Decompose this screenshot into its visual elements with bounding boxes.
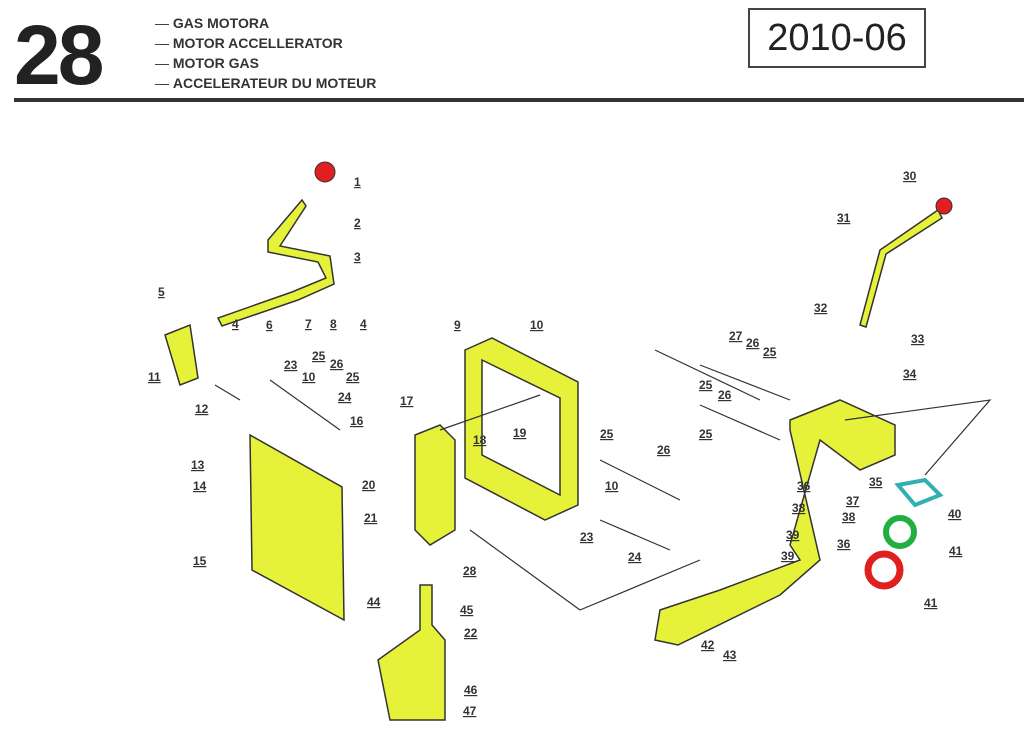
part-callout-19: 19: [513, 426, 527, 440]
cover-plate: [249, 433, 345, 622]
part-callout-32: 32: [814, 301, 828, 315]
part-callout-15: 15: [193, 554, 207, 568]
part-callout-25: 25: [346, 370, 360, 384]
part-callout-44: 44: [367, 595, 381, 609]
part-callout-39: 39: [781, 549, 795, 563]
part-callout-26: 26: [718, 388, 732, 402]
part-callout-34: 34: [903, 367, 917, 381]
title-line: MOTOR GAS: [155, 53, 376, 73]
part-callout-40: 40: [948, 507, 962, 521]
main-bracket: [654, 399, 896, 646]
part-callout-6: 6: [266, 318, 273, 332]
part-callout-33: 33: [911, 332, 925, 346]
part-callout-10: 10: [302, 370, 316, 384]
part-callout-12: 12: [195, 402, 209, 416]
part-callout-21: 21: [364, 511, 378, 525]
part-callout-26: 26: [330, 357, 344, 371]
part-callout-45: 45: [460, 603, 474, 617]
section-titles: GAS MOTORA MOTOR ACCELLERATOR MOTOR GAS …: [155, 13, 377, 93]
part-callout-16: 16: [350, 414, 364, 428]
part-callout-24: 24: [628, 550, 642, 564]
part-callout-2: 2: [354, 216, 361, 230]
part-callout-11: 11: [148, 370, 161, 384]
part-callout-4: 4: [232, 317, 239, 331]
part-callout-7: 7: [305, 317, 312, 331]
document-code: 2010-06: [748, 8, 926, 68]
part-callout-23: 23: [580, 530, 594, 544]
title-line: MOTOR ACCELLERATOR: [155, 33, 376, 53]
assembly-line: [469, 349, 992, 611]
part-callout-5: 5: [158, 285, 165, 299]
part-callout-25: 25: [600, 427, 614, 441]
part-callout-36: 36: [837, 537, 851, 551]
bracket-17: [414, 424, 456, 546]
part-callout-36: 36: [797, 479, 811, 493]
part-callout-26: 26: [657, 443, 671, 457]
part-callout-1: 1: [354, 175, 361, 189]
knob-red-30: [935, 197, 953, 215]
part-callout-8: 8: [330, 317, 337, 331]
part-callout-18: 18: [473, 433, 487, 447]
part-callout-41: 41: [949, 544, 963, 558]
lever-arm: [164, 323, 199, 386]
part-callout-10: 10: [530, 318, 544, 332]
header-divider: [14, 98, 1024, 102]
part-callout-38: 38: [792, 501, 806, 515]
part-callout-38: 38: [842, 510, 856, 524]
part-callout-46: 46: [464, 683, 478, 697]
part-callout-14: 14: [193, 479, 207, 493]
part-callout-25: 25: [699, 378, 713, 392]
pedal-rod: [216, 198, 335, 327]
part-callout-28: 28: [463, 564, 477, 578]
part-callout-9: 9: [454, 318, 461, 332]
part-callout-17: 17: [400, 394, 414, 408]
part-callout-43: 43: [723, 648, 737, 662]
part-callout-26: 26: [746, 336, 760, 350]
part-callout-25: 25: [312, 349, 326, 363]
frame-inner: [481, 358, 561, 497]
part-callout-13: 13: [191, 458, 205, 472]
part-callout-23: 23: [284, 358, 298, 372]
gasket-40: [894, 477, 944, 508]
part-callout-25: 25: [699, 427, 713, 441]
part-callout-39: 39: [786, 528, 800, 542]
part-callout-4: 4: [360, 317, 367, 331]
part-callout-24: 24: [338, 390, 352, 404]
part-callout-10: 10: [605, 479, 619, 493]
part-callout-31: 31: [837, 211, 851, 225]
ring-41-green: [883, 515, 917, 549]
title-line: ACCELERATEUR DU MOTEUR: [155, 73, 377, 93]
part-callout-47: 47: [463, 704, 477, 718]
part-callout-35: 35: [869, 475, 883, 489]
pedal-44: [377, 584, 446, 721]
knob-red: [314, 161, 336, 183]
part-callout-30: 30: [903, 169, 917, 183]
lever-31: [859, 208, 943, 328]
section-number: 28: [14, 8, 104, 102]
ring-41-red: [864, 550, 904, 590]
part-callout-22: 22: [464, 626, 478, 640]
part-callout-20: 20: [362, 478, 376, 492]
part-callout-42: 42: [701, 638, 715, 652]
part-callout-37: 37: [846, 494, 860, 508]
part-callout-25: 25: [763, 345, 777, 359]
part-callout-41: 41: [924, 596, 938, 610]
part-callout-3: 3: [354, 250, 361, 264]
part-callout-27: 27: [729, 329, 743, 343]
title-line: GAS MOTORA: [155, 13, 376, 33]
